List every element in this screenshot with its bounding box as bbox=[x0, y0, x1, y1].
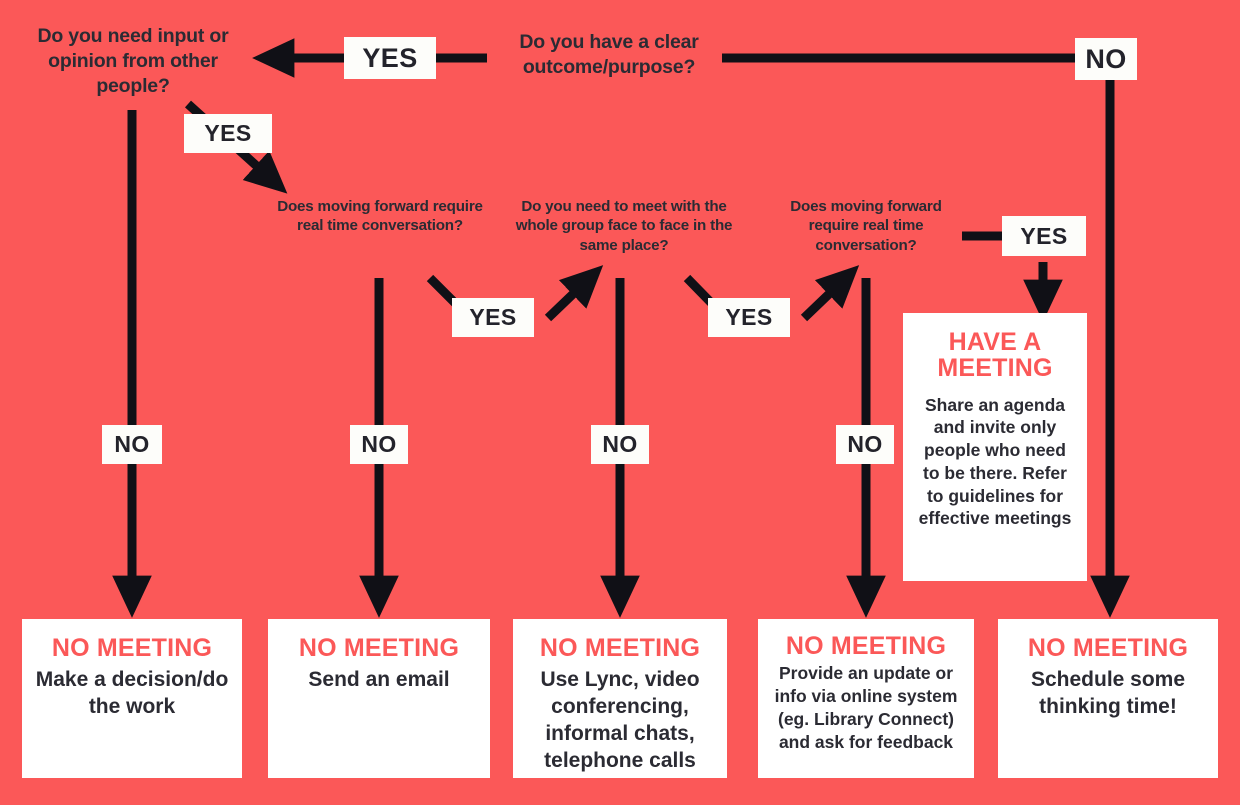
have-a-meeting-title: HAVE A MEETING bbox=[937, 328, 1053, 383]
edge-label-no-real-time-1: NO bbox=[350, 425, 408, 464]
outcome-thinking-title: NO MEETING bbox=[1027, 634, 1189, 662]
card-outcome-update: NO MEETING Provide an update or info via… bbox=[758, 619, 974, 778]
edge-label-no-need-input: NO bbox=[102, 425, 162, 464]
outcome-update-title: NO MEETING bbox=[785, 632, 947, 660]
edge-group-yes-b bbox=[800, 265, 860, 322]
edge-label-yes-real-time-2: YES bbox=[1002, 216, 1086, 256]
edge-label-yes-need-input: YES bbox=[184, 114, 272, 153]
outcome-decision-title: NO MEETING bbox=[51, 634, 213, 662]
edge-label-no-whole-group: NO bbox=[591, 425, 649, 464]
edge-label-no-clear-outcome: NO bbox=[1075, 38, 1137, 80]
card-outcome-lync: NO MEETING Use Lync, video conferencing,… bbox=[513, 619, 727, 778]
outcome-thinking-body: Schedule some thinking time! bbox=[1030, 668, 1186, 719]
question-need-input: Do you need input or opinion from other … bbox=[37, 25, 229, 97]
edge-label-no-real-time-2: NO bbox=[836, 425, 894, 464]
card-outcome-decision: NO MEETING Make a decision/do the work bbox=[22, 619, 242, 778]
question-clear-outcome: Do you have a clear outcome/purpose? bbox=[519, 31, 699, 78]
card-have-a-meeting: HAVE A MEETING Share an agenda and invit… bbox=[903, 313, 1087, 581]
card-outcome-thinking-time: NO MEETING Schedule some thinking time! bbox=[998, 619, 1218, 778]
question-whole-group: Do you need to meet with the whole group… bbox=[515, 198, 733, 254]
edge-label-yes-whole-group: YES bbox=[708, 298, 790, 337]
card-outcome-email: NO MEETING Send an email bbox=[268, 619, 490, 778]
question-real-time-1: Does moving forward require real time co… bbox=[277, 198, 483, 235]
question-real-time-2: Does moving forward require real time co… bbox=[790, 198, 942, 254]
outcome-email-title: NO MEETING bbox=[298, 634, 460, 662]
outcome-update-body: Provide an update or info via online sys… bbox=[774, 663, 958, 752]
outcome-lync-title: NO MEETING bbox=[539, 634, 701, 662]
edge-label-yes-real-time-1: YES bbox=[452, 298, 534, 337]
edge-rt1-yes-b bbox=[544, 265, 604, 322]
edge-label-yes-clear-outcome: YES bbox=[344, 37, 436, 79]
outcome-lync-body: Use Lync, video conferencing, informal c… bbox=[540, 668, 700, 772]
outcome-decision-body: Make a decision/do the work bbox=[35, 668, 229, 719]
have-a-meeting-body: Share an agenda and invite only people w… bbox=[918, 394, 1072, 529]
outcome-email-body: Send an email bbox=[308, 668, 450, 692]
